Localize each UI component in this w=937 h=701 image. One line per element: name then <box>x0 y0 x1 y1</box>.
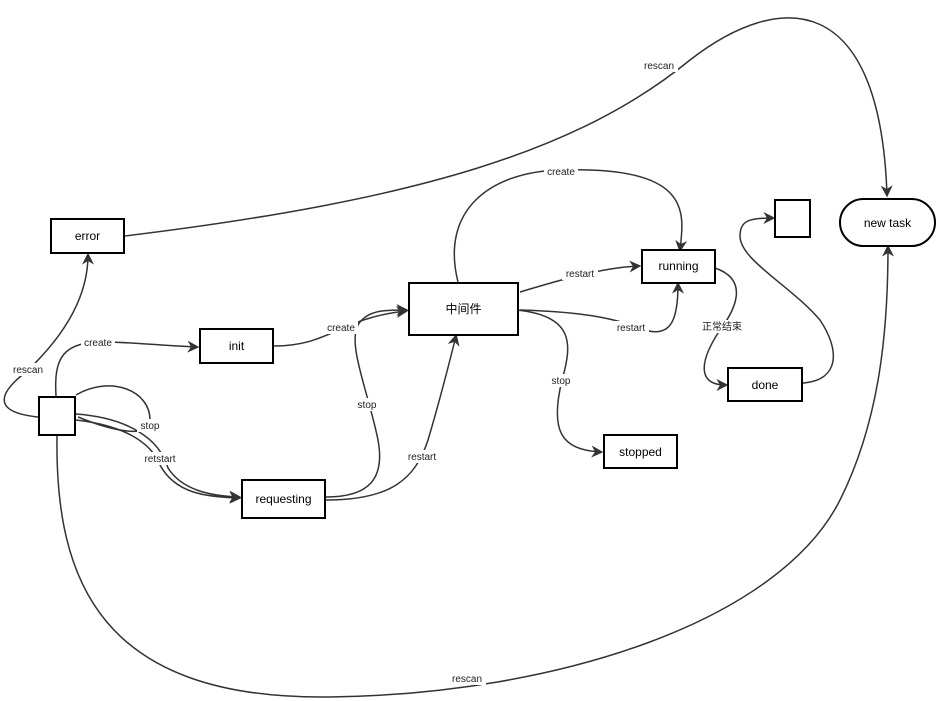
svg-text:stop: stop <box>552 376 571 387</box>
edge-label-normal-end: 正常结束 <box>699 320 745 333</box>
node-error[interactable]: error <box>50 218 125 254</box>
edge-done-blank-end <box>739 212 835 384</box>
edge-label-stop-requesting: stop <box>354 398 380 411</box>
edge-label-restart-bottom: restart <box>613 321 649 334</box>
node-stopped-label: stopped <box>619 445 662 459</box>
node-new-task[interactable]: new task <box>839 198 936 247</box>
svg-text:正常结束: 正常结束 <box>702 320 742 333</box>
node-requesting-label: requesting <box>255 492 311 506</box>
edge-stop-requesting-middleware <box>325 304 409 498</box>
node-new-task-label: new task <box>864 216 912 230</box>
edge-label-retstart: retstart <box>138 452 182 465</box>
edge-label-rescan-top: rescan <box>640 59 678 72</box>
edge-restart-middleware-running-bottom <box>519 281 684 333</box>
svg-text:restart: restart <box>408 452 437 463</box>
edge-rescan-start-error <box>3 252 94 418</box>
node-done[interactable]: done <box>727 367 803 402</box>
svg-text:rescan: rescan <box>452 674 482 685</box>
node-blank-start[interactable] <box>38 396 76 436</box>
svg-text:retstart: retstart <box>144 454 175 465</box>
svg-text:create: create <box>547 167 575 178</box>
svg-text:stop: stop <box>141 421 160 432</box>
edge-retstart-start-requesting-echo <box>75 413 242 503</box>
edge-rescan-start-newtask <box>56 244 894 698</box>
edge-label-stop-middleware: stop <box>548 374 574 387</box>
node-middleware[interactable]: 中间件 <box>408 282 519 336</box>
edge-create-start-init <box>54 340 200 397</box>
edge-label-create-init-middleware: create <box>324 321 358 334</box>
node-running[interactable]: running <box>641 249 716 284</box>
edge-label-create-top: create <box>544 165 578 178</box>
edge-label-restart-requesting: restart <box>404 450 440 463</box>
node-requesting[interactable]: requesting <box>241 479 326 519</box>
edge-label-restart-top: restart <box>562 267 598 280</box>
node-init-label: init <box>229 339 245 353</box>
svg-text:restart: restart <box>566 269 595 280</box>
svg-text:create: create <box>84 338 112 349</box>
edge-rescan-error-newtask <box>124 17 893 237</box>
svg-text:create: create <box>327 323 355 334</box>
svg-text:restart: restart <box>617 323 646 334</box>
node-middleware-label: 中间件 <box>445 301 481 316</box>
edge-label-rescan-bottom: rescan <box>448 672 486 685</box>
node-running-label: running <box>658 259 698 273</box>
edge-restart-requesting-middleware <box>325 333 460 501</box>
svg-text:stop: stop <box>358 400 377 411</box>
node-init[interactable]: init <box>199 328 274 364</box>
node-stopped[interactable]: stopped <box>603 434 678 469</box>
edge-label-rescan-left: rescan <box>9 363 47 376</box>
edge-label-stop-loop: stop <box>137 419 163 432</box>
edge-label-create-start-init: create <box>81 336 115 349</box>
svg-text:rescan: rescan <box>644 61 674 72</box>
node-error-label: error <box>75 229 100 243</box>
svg-text:rescan: rescan <box>13 365 43 376</box>
node-blank-end[interactable] <box>774 199 811 238</box>
node-done-label: done <box>752 378 779 392</box>
